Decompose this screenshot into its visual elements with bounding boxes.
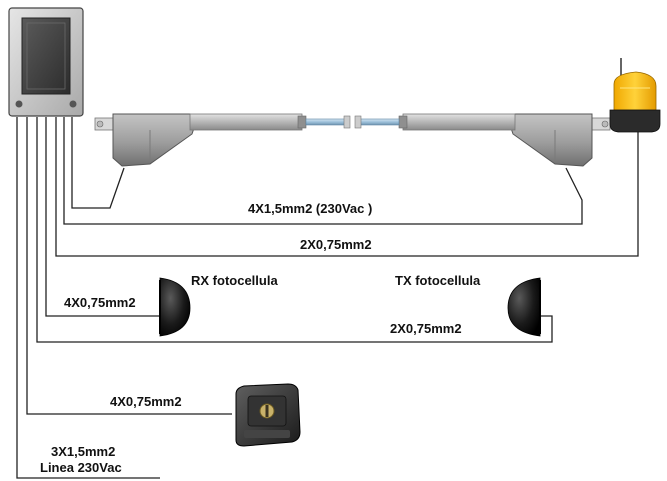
- wire-left-motor: [71, 117, 125, 209]
- wire-right-motor: [63, 117, 583, 225]
- photocell-icon: [159, 277, 191, 337]
- label-lamp-cable: 2X0,75mm2: [300, 237, 372, 252]
- label-mains-line: Linea 230Vac: [40, 460, 122, 475]
- motor-actuator-icon: [354, 113, 611, 167]
- label-mains-cable: 3X1,5mm2: [51, 444, 115, 459]
- wire-mains: [16, 117, 160, 479]
- wiring: [16, 117, 639, 479]
- wire-tx: [36, 117, 553, 343]
- photocell-icon: [507, 277, 541, 337]
- motor-actuator-icon: [94, 113, 351, 167]
- key-switch-icon: [235, 383, 301, 447]
- label-rx-title: RX fotocellula: [191, 273, 278, 288]
- wire-lamp: [55, 117, 639, 257]
- control-box-icon: [8, 7, 84, 117]
- label-key-cable: 4X0,75mm2: [110, 394, 182, 409]
- wire-rx: [45, 117, 162, 317]
- label-motor-cable: 4X1,5mm2 (230Vac ): [248, 201, 372, 216]
- label-rx-cable: 4X0,75mm2: [64, 295, 136, 310]
- label-tx-cable: 2X0,75mm2: [390, 321, 462, 336]
- wire-key: [26, 117, 232, 415]
- flashing-lamp-icon: [609, 58, 661, 133]
- label-tx-title: TX fotocellula: [395, 273, 481, 288]
